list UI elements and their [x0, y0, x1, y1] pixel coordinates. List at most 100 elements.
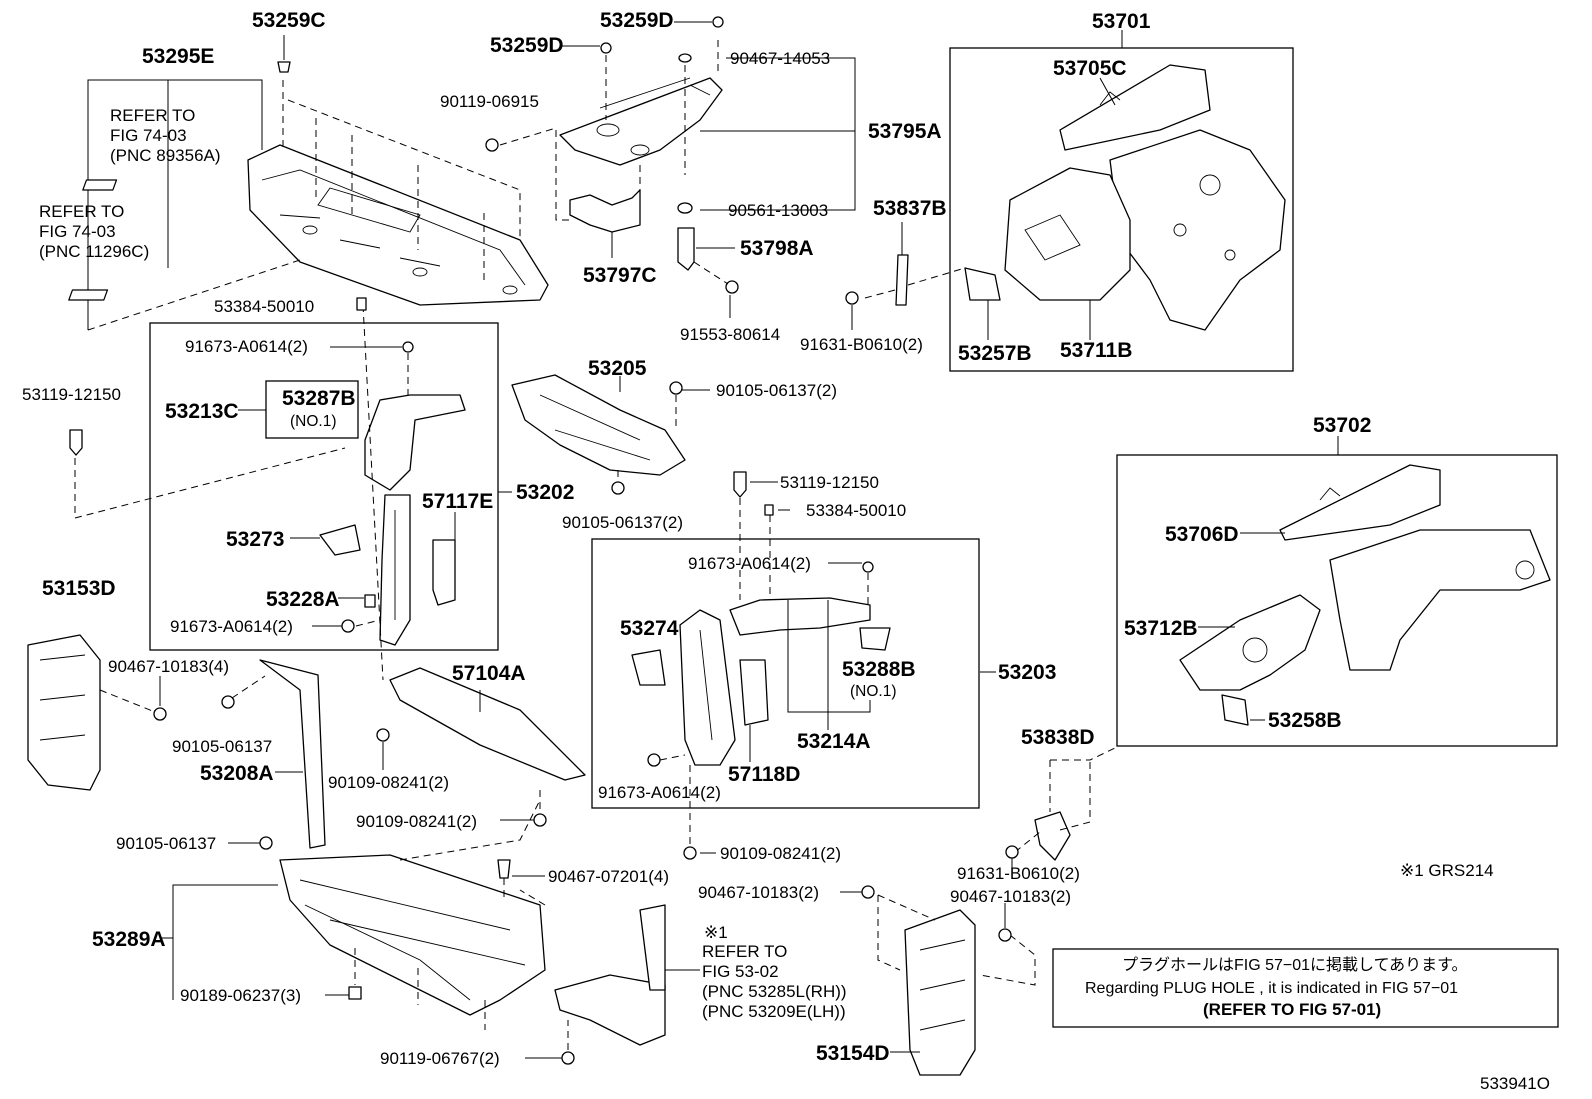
- label-53287B: 53287B: [282, 387, 356, 410]
- apron-upper-53706D: [1279, 464, 1441, 541]
- label-53119-12150-left: 53119-12150: [22, 385, 121, 404]
- plug-note-line2: Regarding PLUG HOLE , it is indicated in…: [1085, 980, 1458, 997]
- nut-90467-10183-icon: [861, 885, 1012, 942]
- air-duct-53153D: [27, 634, 101, 791]
- reinforcement-57104A: [389, 667, 586, 781]
- label-53288B: 53288B: [842, 658, 916, 681]
- front-apron-side-panel: [1004, 129, 1286, 331]
- label-53289A: 53289A: [92, 928, 166, 951]
- label-90467-10183-2b: 90467-10183(2): [950, 887, 1071, 906]
- clip-90189-06237-icon: [348, 986, 362, 1000]
- bolt-91553-80614-icon: [725, 280, 739, 294]
- bolt-91673-A0614-icon: [341, 341, 414, 633]
- label-53153D: 53153D: [42, 577, 116, 600]
- plug-note-line3: (REFER TO FIG 57-01): [1203, 1000, 1381, 1019]
- bracket-53273: [319, 524, 361, 556]
- label-53205: 53205: [588, 357, 647, 380]
- diagram-id: 533941O: [1480, 1074, 1550, 1093]
- front-apron-upper: [1059, 64, 1211, 151]
- label-53705C: 53705C: [1053, 57, 1127, 80]
- label-91631-B0610-top: 91631-B0610(2): [800, 335, 923, 354]
- label-53259D: 53259D: [490, 34, 564, 57]
- ref3-line4: (PNC 53209E(LH)): [702, 1002, 846, 1021]
- label-53384-50010-mid: 53384-50010: [806, 501, 906, 520]
- nut-90467-10183-icon: [153, 707, 167, 721]
- bolt-90119-06915-icon: [485, 138, 499, 152]
- label-53702: 53702: [1313, 414, 1371, 437]
- bracket-53838D: [1034, 811, 1071, 861]
- label-57118D: 57118D: [728, 763, 800, 786]
- bolt-91673-A0614-icon: [647, 561, 874, 767]
- label-53259D-top: 53259D: [600, 9, 674, 32]
- hood-lock-striker: [677, 227, 695, 271]
- bolt-90105-06137-icon: [611, 381, 683, 495]
- ref3-line3: (PNC 53285L(RH)): [702, 982, 847, 1001]
- label-91553-80614: 91553-80614: [680, 325, 780, 344]
- label-90105-06137: 90105-06137: [172, 737, 272, 756]
- label-91673-A0614-c: 91673-A0614(2): [688, 554, 811, 573]
- label-90109-08241-a: 90109-08241(2): [328, 773, 449, 792]
- radiator-support-side-right: [679, 609, 736, 766]
- nut-53384-50010-icon: [764, 504, 774, 516]
- bolt-91631-B0610-icon: [845, 291, 859, 305]
- label-53202: 53202: [516, 481, 574, 504]
- label-90119-06767: 90119-06767(2): [380, 1049, 500, 1068]
- label-53258B: 53258B: [1268, 709, 1342, 732]
- air-duct-53154D: [904, 909, 976, 1076]
- brace-53208A: [259, 659, 326, 849]
- upper-support-53214A: [729, 597, 871, 636]
- ref3-line2: FIG 53-02: [702, 962, 779, 981]
- label-91673-A0614-d: 91673-A0614(2): [598, 783, 721, 802]
- label-53837B: 53837B: [873, 197, 947, 220]
- label-53214A: 53214A: [797, 730, 871, 753]
- group-box-53202: [149, 322, 499, 651]
- label-53711B: 53711B: [1060, 339, 1132, 362]
- label-90467-10183-2a: 90467-10183(2): [698, 883, 819, 902]
- label-53273: 53273: [226, 528, 284, 551]
- label-53288B-sub: (NO.1): [850, 683, 897, 700]
- group-box-53702: [1116, 454, 1558, 747]
- label-53274: 53274: [620, 617, 679, 640]
- seal-57117E: [432, 539, 456, 606]
- label-90189-06237: 90189-06237(3): [180, 986, 301, 1005]
- label-53384-50010-top: 53384-50010: [214, 297, 314, 316]
- deflector-ref-53-02: [554, 904, 666, 1046]
- nut-53384-50010-icon: [356, 297, 367, 311]
- bolt-90119-06767-icon: [561, 1051, 575, 1065]
- plug-note-line1: プラグホールはFIG 57−01に掲載してあります。: [1122, 956, 1468, 974]
- model-note: ※1 GRS214: [1400, 861, 1494, 880]
- label-90105-06137-2a: 90105-06137(2): [716, 381, 837, 400]
- bracket-53258B: [1221, 694, 1249, 726]
- bracket-53797C: [569, 189, 641, 233]
- nut-53228A: [364, 594, 376, 608]
- label-53701: 53701: [1092, 10, 1151, 33]
- label-53154D: 53154D: [816, 1042, 890, 1065]
- label-53795A: 53795A: [868, 120, 942, 143]
- label-53295E: 53295E: [142, 45, 214, 68]
- hood-lock-support-cover: [559, 77, 723, 166]
- bracket-53274: [631, 649, 666, 686]
- ref3-line1: REFER TO: [702, 942, 787, 961]
- ref3-mark: ※1: [704, 923, 728, 942]
- clip-53259C-icon: [277, 35, 291, 73]
- apron-53712B: [1179, 529, 1551, 691]
- label-53228A: 53228A: [266, 588, 340, 611]
- bolt-91631-B0610-icon: [1005, 845, 1019, 859]
- label-53208A: 53208A: [200, 762, 274, 785]
- label-91631-B0610-low: 91631-B0610(2): [957, 864, 1080, 883]
- label-53798A: 53798A: [740, 237, 814, 260]
- label-90109-08241-c: 90109-08241(2): [720, 844, 841, 863]
- label-90467-10183-4: 90467-10183(4): [108, 657, 229, 676]
- plug-hole-note-box: [1052, 948, 1559, 1028]
- label-91673-A0614-b: 91673-A0614(2): [170, 617, 293, 636]
- label-90467-14053: 90467-14053: [730, 49, 830, 68]
- label-90105-06137-low: 90105-06137: [116, 834, 216, 853]
- ref2-line1: REFER TO: [39, 202, 124, 221]
- bracket-53288B: [859, 627, 891, 651]
- ref1-line2: FIG 74-03: [110, 126, 187, 145]
- bracket-53837B: [895, 254, 909, 306]
- bolt-90105-06137-icon: [221, 695, 273, 850]
- label-53287B-sub: (NO.1): [290, 413, 337, 430]
- nut-90561-13003-icon: [677, 202, 693, 214]
